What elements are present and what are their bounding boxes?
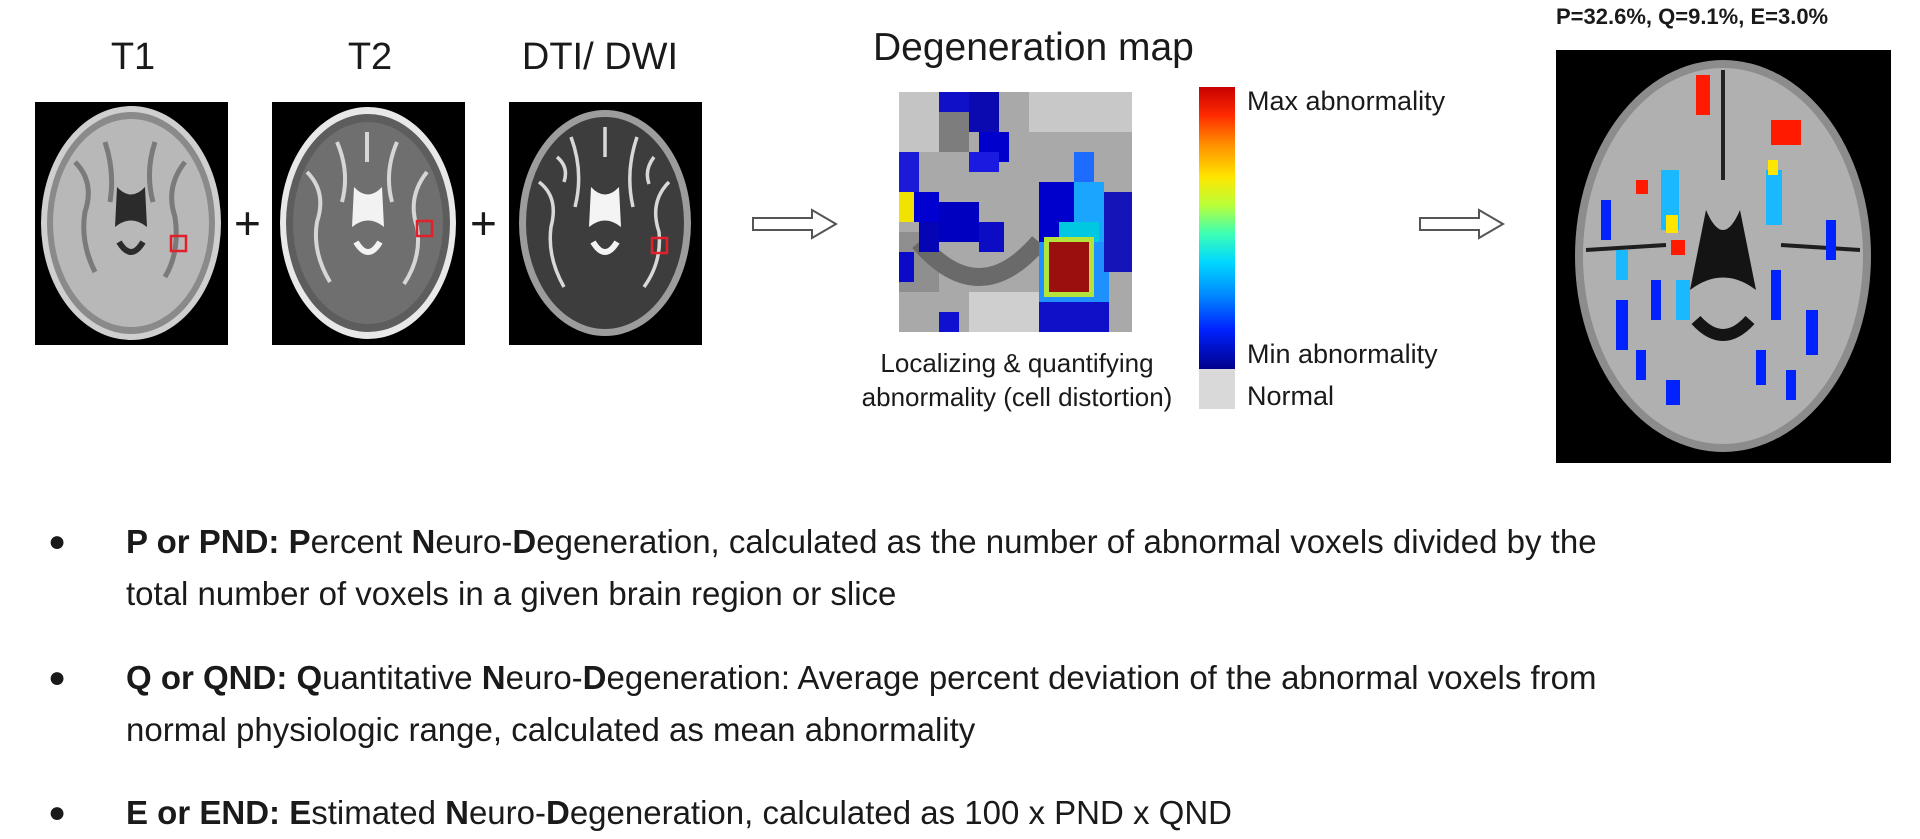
dti-label: DTI/ DWI: [521, 36, 679, 78]
bullet-text-part: N: [411, 523, 436, 560]
bullet-text-part: E: [289, 794, 312, 831]
bullet-text-part: D: [512, 523, 537, 560]
right-arrow-icon: [752, 208, 838, 240]
bullet-qnd-definition: Quantitative Neuro-Degeneration: Average…: [297, 659, 1597, 696]
dti-roi-box: [650, 236, 669, 255]
plus-sign-1: +: [234, 197, 261, 249]
bullet-text-part: egeneration: Average percent deviation o…: [606, 659, 1597, 696]
degeneration-map-image: [899, 92, 1132, 332]
t2-roi-box: [415, 219, 434, 238]
bullet-text-part: euro-: [505, 659, 583, 696]
t1-roi-box: [169, 234, 188, 253]
bullet-text-part: egeneration, calculated as 100 x PND x Q…: [569, 794, 1233, 831]
t1-label: T1: [110, 36, 156, 78]
bullet-text-part: euro-: [435, 523, 513, 560]
bullet-text-part: euro-: [468, 794, 546, 831]
degeneration-map-title: Degeneration map: [873, 26, 1194, 69]
dti-image: [509, 102, 702, 345]
degeneration-map-caption-line1: Localizing & quantifying: [880, 348, 1154, 378]
bullet-pnd-term: P or PND:: [126, 523, 289, 560]
bullet-dot: ●: [48, 796, 67, 829]
bullet-text-part: uantitative: [322, 659, 482, 696]
bullet-end-definition: Estimated Neuro-Degeneration, calculated…: [289, 794, 1232, 831]
bullet-text-part: N: [481, 659, 506, 696]
legend-min-label: Min abnormality: [1247, 339, 1438, 369]
t2-label: T2: [347, 36, 393, 78]
bullet-qnd-term: Q or QND:: [126, 659, 297, 696]
t1-image: [35, 102, 228, 345]
bullet-qnd-line2: normal physiologic range, calculated as …: [126, 711, 976, 748]
bullet-qnd: ● Q or QND: Quantitative Neuro-Degenerat…: [48, 652, 1878, 762]
bullet-text-part: Q: [296, 659, 323, 696]
bullet-end: ● E or END: Estimated Neuro-Degeneration…: [48, 787, 1878, 839]
result-brain-image: [1556, 50, 1891, 463]
result-metrics: P=32.6%, Q=9.1%, E=3.0%: [1556, 4, 1829, 29]
bullet-text-part: ercent: [310, 523, 412, 560]
legend-normal-label: Normal: [1247, 381, 1335, 411]
bullet-text-part: P: [288, 523, 311, 560]
bullet-text-part: D: [545, 794, 570, 831]
bullet-text-part: N: [445, 794, 469, 831]
abnormality-colorbar: [1199, 87, 1235, 369]
t2-image: [272, 102, 465, 345]
bullet-dot: ●: [48, 525, 67, 558]
bullet-text-part: D: [582, 659, 607, 696]
bullet-text-part: stimated: [311, 794, 446, 831]
bullet-pnd: ● P or PND: Percent Neuro-Degeneration, …: [48, 516, 1878, 626]
normal-swatch: [1199, 369, 1235, 409]
right-arrow-icon-2: [1419, 208, 1505, 240]
bullet-pnd-line2: total number of voxels in a given brain …: [126, 575, 897, 612]
bullet-dot: ●: [48, 661, 67, 694]
degeneration-map-caption-line2: abnormality (cell distortion): [861, 382, 1173, 412]
bullet-end-term: E or END:: [126, 794, 290, 831]
bullet-text-part: egeneration, calculated as the number of…: [536, 523, 1597, 560]
bullet-pnd-definition: Percent Neuro-Degeneration, calculated a…: [289, 523, 1597, 560]
legend-max-label: Max abnormality: [1247, 86, 1446, 116]
plus-sign-2: +: [470, 197, 497, 249]
